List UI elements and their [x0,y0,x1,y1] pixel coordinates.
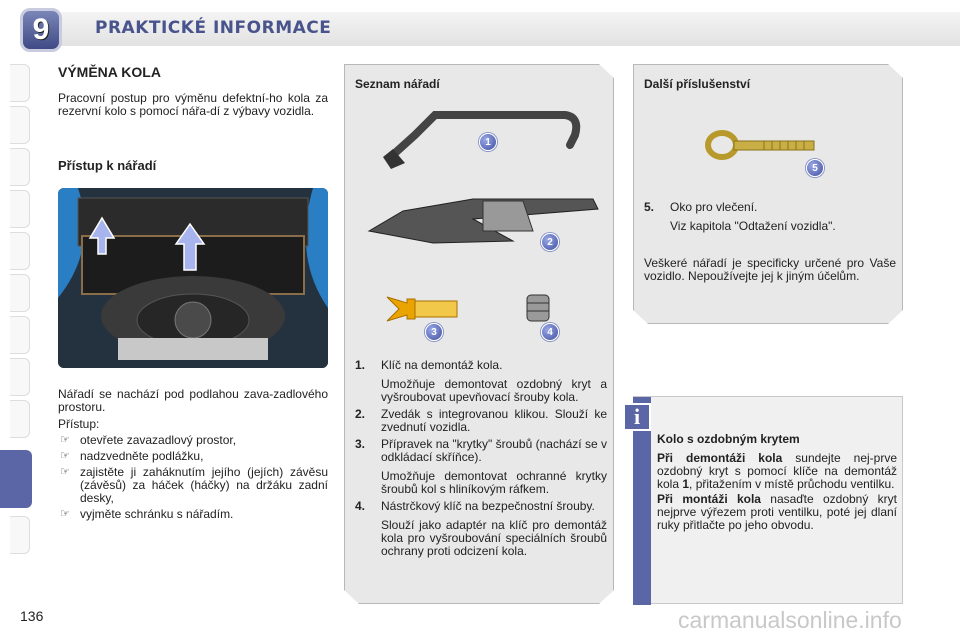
chapter-side-tabs [0,60,34,580]
info-icon: i [623,403,651,431]
info-paragraph-mounting: Při montáži kola nasaďte ozdobný kryt ne… [657,492,897,532]
list-item: 4. Nástrčkový klíč na bezpečnostní šroub… [355,499,607,558]
info-content: Kolo s ozdobným krytem Při demontáži kol… [657,433,897,534]
side-tab[interactable] [10,64,30,102]
info-paragraph-removal: Při demontáži kola sundejte nej-prve ozd… [657,451,898,491]
chapter-number-badge: 9 [20,8,62,52]
tool-badge-1: 1 [479,133,497,151]
access-label: Přístup: [58,417,100,431]
towing-eye-illustration [705,130,815,160]
header-bar [60,12,960,46]
accessories-note: Veškeré nářadí je specificky určené pro … [644,256,896,283]
side-tab[interactable] [10,232,30,270]
accessories-panel: Další příslušenství 5 5. Oko pro vlečení… [633,64,903,324]
list-item: 5. Oko pro vlečení. Viz kapitola "Odtaže… [644,200,836,233]
list-item: ☞nadzvedněte podlážku, [60,449,204,463]
side-tab[interactable] [10,148,30,186]
tools-panel-title: Seznam nářadí [355,77,440,91]
tool-list: 1. Klíč na demontáž kola. Umožňuje demon… [355,355,607,558]
trunk-photo [58,188,328,368]
accessories-panel-title: Další příslušenství [644,77,751,91]
trunk-illustration [58,188,328,368]
cap-remover-illustration [386,296,458,322]
access-title: Přístup k nářadí [58,158,157,173]
tool-badge-2: 2 [541,233,559,251]
chapter-title: PRAKTICKÉ INFORMACE [95,18,332,38]
tools-panel: Seznam nářadí 1 2 3 4 1. Klíč na demontá… [344,64,614,604]
side-tab[interactable] [10,274,30,312]
tool-badge-5: 5 [806,159,824,177]
page-header: 9 PRAKTICKÉ INFORMACE [0,0,960,60]
side-tab[interactable] [10,516,30,554]
section-column: VÝMĚNA KOLA Pracovní postup pro výměnu d… [58,60,328,173]
tool-badge-3: 3 [425,323,443,341]
side-tab[interactable] [10,316,30,354]
jack-illustration [367,198,599,244]
page-number: 136 [20,608,44,624]
pointing-hand-icon: ☞ [60,450,70,462]
access-steps: ☞otevřete zavazadlový prostor, ☞nadzvedn… [58,434,328,521]
info-title: Kolo s ozdobným krytem [657,432,800,446]
side-tab[interactable] [10,106,30,144]
access-instructions: Nářadí se nachází pod podlahou zava-zadl… [58,388,328,521]
list-item: ☞otevřete zavazadlový prostor, [60,433,237,447]
side-tab[interactable] [10,400,30,438]
wheel-wrench-illustration [383,111,581,169]
accessories-text: 5. Oko pro vlečení. Viz kapitola "Odtaže… [644,197,896,283]
side-tab-active[interactable] [0,450,32,508]
socket-key-illustration [526,294,550,322]
list-item: 2. Zvedák s integrovanou klikou. Slouží … [355,407,607,434]
section-title: VÝMĚNA KOLA [58,64,161,80]
pointing-hand-icon: ☞ [60,508,70,520]
info-box: i Kolo s ozdobným krytem Při demontáži k… [623,396,903,605]
pointing-hand-icon: ☞ [60,466,70,478]
list-item: 1. Klíč na demontáž kola. Umožňuje demon… [355,358,607,404]
section-intro: Pracovní postup pro výměnu defektní-ho k… [58,91,328,118]
list-item: 3. Přípravek na "krytky" šroubů (nachází… [355,437,607,496]
location-text: Nářadí se nachází pod podlahou zava-zadl… [58,387,328,414]
list-item: ☞zajistěte ji zaháknutím jejího (jejích)… [60,465,328,505]
info-strip [633,397,651,605]
side-tab[interactable] [10,358,30,396]
tool-badge-4: 4 [541,323,559,341]
side-tab[interactable] [10,190,30,228]
list-item: ☞vyjměte schránku s nářadím. [60,507,234,521]
pointing-hand-icon: ☞ [60,434,70,446]
watermark: carmanualsonline.info [678,607,902,633]
